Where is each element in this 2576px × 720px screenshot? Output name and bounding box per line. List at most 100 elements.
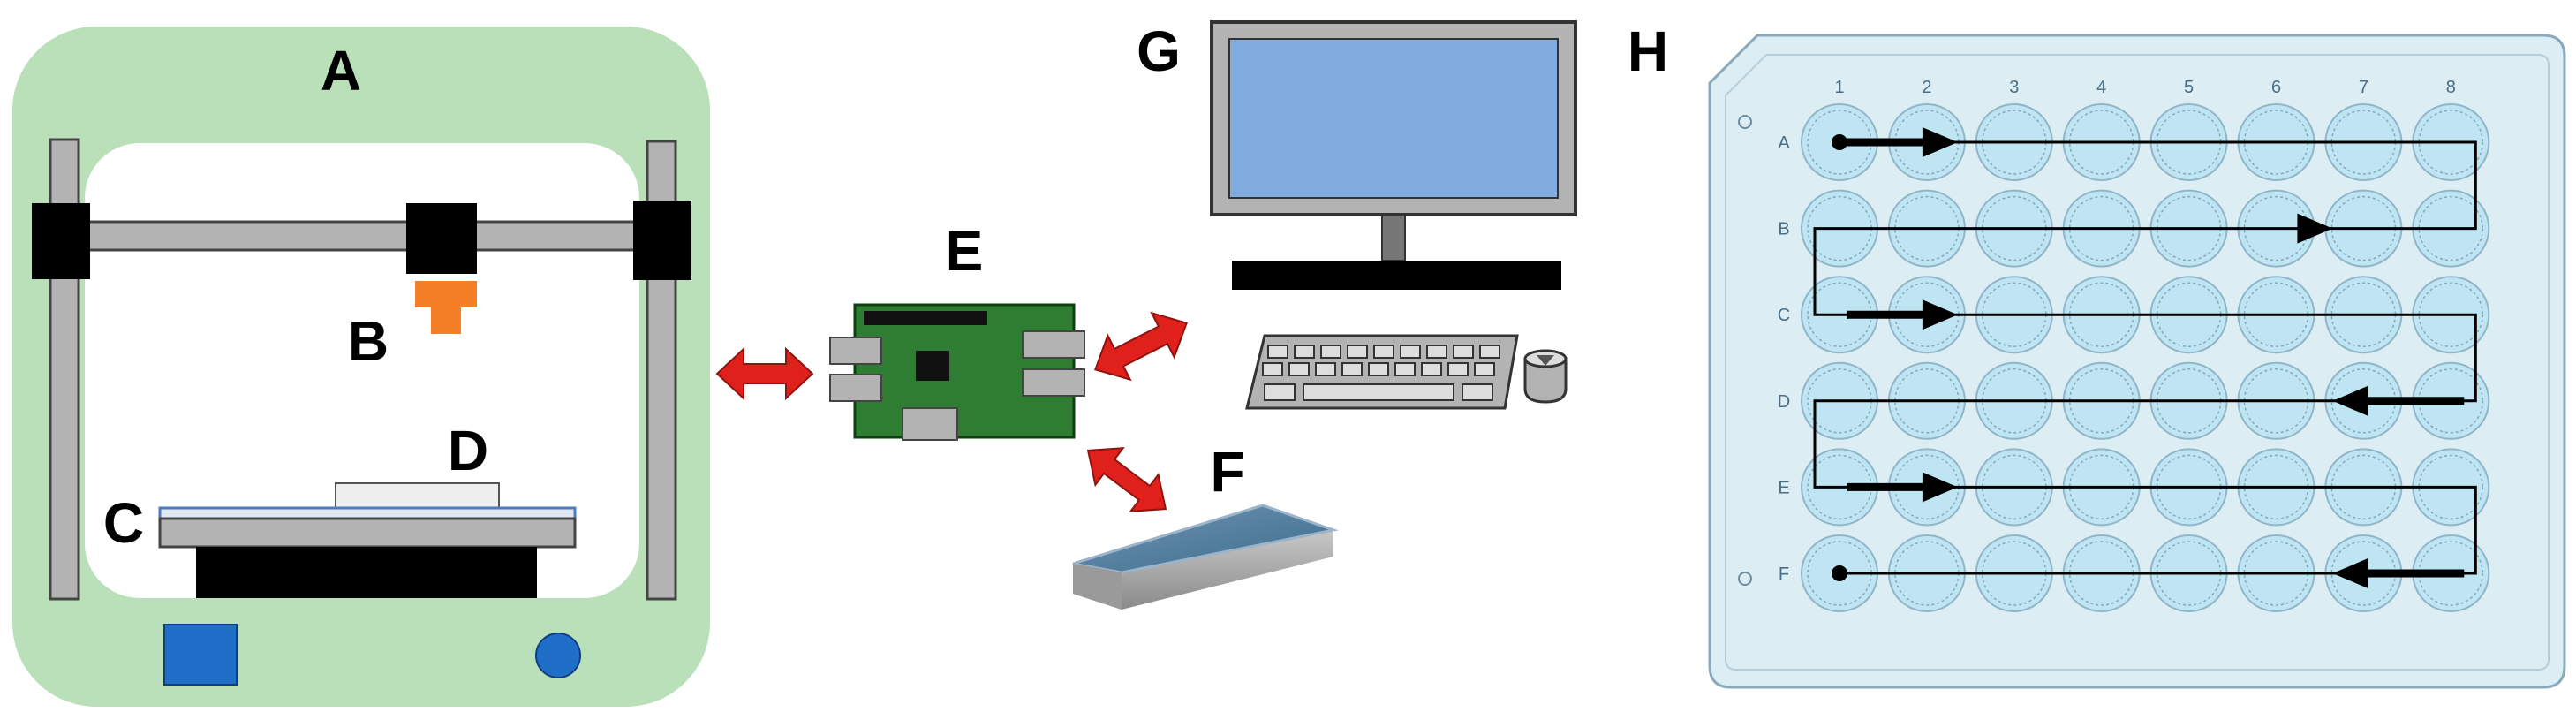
- orientation-mark-top: [1738, 115, 1752, 129]
- tray-front: [1073, 564, 1122, 610]
- round-button: [535, 633, 581, 678]
- eth-port-1: [1022, 330, 1085, 359]
- well-rim: [2418, 110, 2484, 175]
- keyboard-key: [1368, 362, 1389, 376]
- row-label: F: [1779, 565, 1789, 584]
- column-label: 5: [2184, 78, 2194, 97]
- mouse-button: [1537, 355, 1554, 366]
- controller-board: E: [829, 219, 1085, 441]
- well-rim: [2418, 368, 2484, 434]
- extruder-nozzle: [415, 281, 477, 334]
- direction-arrow-head: [2332, 385, 2368, 416]
- monitor-neck: [1381, 214, 1406, 261]
- monitor-screen: [1228, 38, 1559, 199]
- left-key: [1264, 383, 1296, 401]
- label-b: B: [348, 309, 389, 373]
- label-d: D: [448, 419, 488, 482]
- column-label: 3: [2009, 78, 2019, 97]
- monitor-base: [1232, 261, 1561, 290]
- keyboard-key: [1394, 362, 1416, 376]
- column-label: 6: [2271, 78, 2281, 97]
- keyboard-key: [1453, 345, 1474, 359]
- chip: [916, 351, 949, 381]
- row-label: D: [1778, 392, 1790, 412]
- keyboard-key: [1288, 362, 1310, 376]
- plate-inner: [1725, 54, 2550, 671]
- right-carriage-block: [633, 201, 691, 280]
- keyboard-key: [1320, 345, 1341, 359]
- keyboard-key: [1474, 362, 1495, 376]
- computer: G: [1137, 19, 1577, 410]
- printer-controller-arrow: [715, 346, 814, 401]
- label-h: H: [1628, 19, 1668, 83]
- row-labels: A B C D E F: [1778, 133, 1791, 584]
- row-label: C: [1778, 306, 1790, 325]
- spacebar: [1303, 383, 1454, 401]
- column-label: 2: [1922, 78, 1931, 97]
- keyboard-key: [1294, 345, 1315, 359]
- direction-arrow-head: [1922, 472, 1958, 503]
- row-label: E: [1778, 478, 1789, 497]
- keyboard-key: [1421, 362, 1442, 376]
- left-carriage-block: [32, 203, 90, 279]
- column-label: 1: [1834, 78, 1844, 97]
- controller-tray-arrow: [1086, 447, 1167, 512]
- sample-slide: [335, 482, 500, 511]
- scan-path: [1813, 127, 2477, 588]
- printer-window: [85, 143, 639, 598]
- column-label: 4: [2096, 78, 2106, 97]
- row-label: A: [1778, 133, 1790, 153]
- bed-base: [196, 547, 537, 598]
- connection-arrows: [715, 311, 1188, 512]
- gpio-header: [864, 311, 987, 325]
- row-label: B: [1778, 220, 1789, 239]
- square-button: [163, 624, 238, 686]
- tray-side: [1073, 530, 1333, 610]
- usb-port-2: [829, 374, 882, 402]
- x-rail: [78, 220, 664, 252]
- keyboard-key: [1373, 345, 1394, 359]
- keyboard-key: [1447, 362, 1469, 376]
- label-a: A: [321, 39, 361, 102]
- wells: [1801, 103, 2490, 612]
- orientation-mark-bottom: [1738, 572, 1752, 586]
- well-rim: [2418, 195, 2484, 261]
- label-e: E: [946, 219, 984, 283]
- well-plate: H 1 2 3 4 5 6 7 8 A B C D E F: [1628, 19, 2566, 689]
- label-f: F: [1210, 440, 1244, 504]
- end-dot: [1832, 565, 1847, 581]
- serpentine-path: [1813, 140, 2477, 575]
- keyboard-key: [1315, 362, 1336, 376]
- well-rim: [2418, 541, 2484, 606]
- keyboard-key: [1479, 345, 1500, 359]
- label-g: G: [1137, 19, 1181, 83]
- keyboard-key: [1341, 362, 1363, 376]
- well-rim: [2418, 454, 2484, 520]
- column-label: 7: [2359, 78, 2368, 97]
- keyboard-key: [1426, 345, 1447, 359]
- mouse: [1523, 357, 1568, 404]
- printer-assembly: A B C D: [12, 27, 710, 707]
- usb-port-1: [829, 337, 882, 365]
- keyboard-key: [1262, 362, 1283, 376]
- direction-arrow-head: [2332, 558, 2368, 588]
- keyboard-key: [1347, 345, 1368, 359]
- column-labels: 1 2 3 4 5 6 7 8: [1834, 78, 2455, 97]
- keyboard-keys: [1262, 345, 1500, 376]
- bed-plate: [158, 517, 577, 549]
- keyboard-key: [1267, 345, 1288, 359]
- label-c: C: [103, 491, 144, 555]
- sample-tray: F: [1072, 440, 1339, 610]
- eth-port-2: [1022, 368, 1085, 397]
- print-head-block: [406, 203, 477, 274]
- direction-arrow-head: [1922, 127, 1958, 157]
- direction-arrow-head: [1922, 299, 1958, 330]
- well-rim: [2418, 282, 2484, 347]
- bottom-connector: [902, 407, 958, 441]
- right-key: [1462, 383, 1493, 401]
- column-label: 8: [2446, 78, 2456, 97]
- keyboard-key: [1400, 345, 1421, 359]
- bed-top-plate: [158, 506, 577, 520]
- controller-computer-arrow: [1094, 311, 1188, 382]
